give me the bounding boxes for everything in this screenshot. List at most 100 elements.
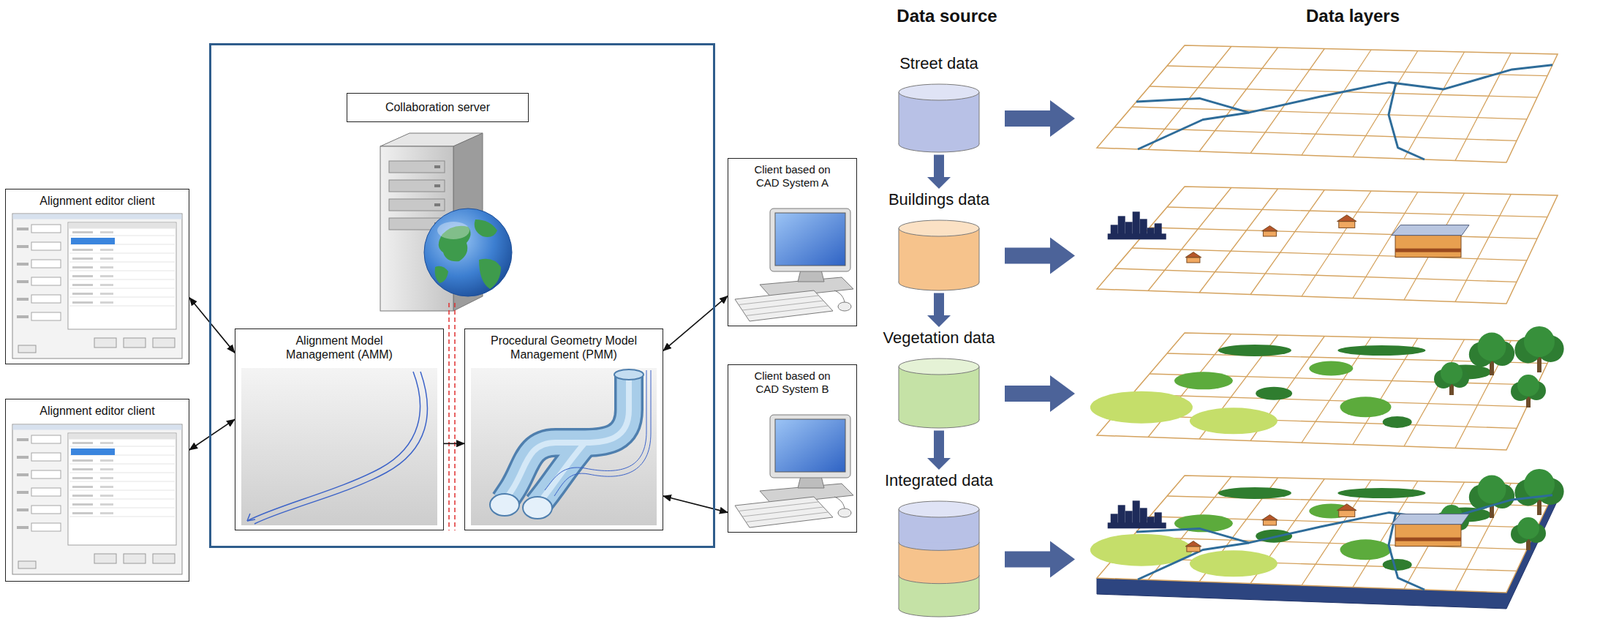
tree-crown <box>1440 361 1463 384</box>
label-slot: Data layers <box>1243 5 1463 28</box>
computer-icon <box>734 208 854 322</box>
street-line <box>1136 65 1553 113</box>
skyline <box>1107 233 1167 240</box>
table-panel <box>68 222 177 330</box>
key-row <box>745 511 829 523</box>
key-row <box>738 501 820 512</box>
screen <box>775 212 846 266</box>
large-building <box>1395 524 1462 547</box>
input-field <box>31 452 61 461</box>
tree-crown <box>1477 475 1507 504</box>
vegetation-area <box>1174 371 1233 390</box>
grid-line <box>1352 51 1418 158</box>
cell-stub <box>72 503 93 506</box>
module-box: Alignment Model Management (AMM) <box>234 328 444 531</box>
connector-arrow <box>443 443 465 445</box>
house-roof <box>1337 214 1358 222</box>
cylinder-side <box>898 228 900 283</box>
table-header <box>68 433 177 440</box>
house-roof <box>1262 514 1279 520</box>
key-row <box>738 295 820 305</box>
cylinder-shape <box>897 219 980 292</box>
client-box: Alignment editor client <box>5 188 190 365</box>
cylinder-shape <box>897 83 980 153</box>
cylinder-side <box>979 508 980 609</box>
client-box: Client based on CAD System A <box>727 157 858 327</box>
layer-arrow <box>1004 236 1075 274</box>
cell-stub <box>100 274 114 278</box>
tree-crown <box>1477 332 1507 362</box>
key-row <box>742 300 824 311</box>
grid-line <box>1131 106 1527 120</box>
flow-arrow <box>927 429 951 470</box>
grid-line <box>1199 47 1279 152</box>
cylinder-top <box>898 220 980 237</box>
table-row <box>69 498 175 500</box>
drive-slot <box>434 165 441 169</box>
keyboard <box>734 496 833 528</box>
window-button <box>152 553 175 564</box>
grid-line <box>1301 190 1372 297</box>
connector-arrow <box>189 419 235 450</box>
street-line <box>1388 83 1425 160</box>
building-roof <box>1391 514 1470 525</box>
street-line <box>1137 542 1249 580</box>
cell-stub <box>100 248 114 251</box>
table-row <box>69 507 175 509</box>
house-roof <box>1262 225 1279 232</box>
layer-grid <box>1096 475 1558 593</box>
window-titlebar <box>13 424 183 430</box>
cell-stub <box>100 485 114 488</box>
cell-stub <box>72 274 93 278</box>
module-box: Procedural Geometry Model Management (PM… <box>464 328 664 531</box>
window-frame <box>12 424 183 575</box>
input-field <box>31 522 61 531</box>
window-button <box>123 337 146 348</box>
column-heading: Data layers <box>1306 5 1400 28</box>
input-field <box>31 224 61 233</box>
building-stripe <box>1395 248 1462 253</box>
tree-crown <box>1517 374 1540 397</box>
alignment-axis <box>247 513 256 521</box>
drive-bay <box>389 198 445 211</box>
table-row <box>69 253 175 254</box>
window-titlebar <box>13 214 183 220</box>
cell-stub <box>72 468 93 471</box>
pipe-opening <box>522 496 553 519</box>
grid-line <box>1404 51 1465 159</box>
house-roof <box>1337 503 1358 511</box>
source-label: Street data <box>869 54 1009 74</box>
vegetation-area <box>1382 416 1413 428</box>
cylinder-shape <box>897 500 980 618</box>
database-cylinder: Vegetation data <box>869 328 1009 429</box>
layer-arrow <box>1004 100 1075 137</box>
grid-line <box>1455 194 1511 303</box>
cell-stub <box>100 283 114 286</box>
house-wall <box>1338 221 1356 229</box>
cell-stub <box>100 468 114 471</box>
mouse <box>838 508 852 518</box>
cell-stub <box>72 476 93 479</box>
field-caption <box>16 297 29 301</box>
input-field <box>31 505 61 514</box>
field-caption <box>16 262 29 266</box>
grid-line <box>1301 49 1372 156</box>
street-line <box>1136 495 1553 543</box>
skyline <box>1107 522 1167 528</box>
input-field <box>31 312 61 321</box>
cell-stub <box>72 231 93 234</box>
vegetation-area <box>1255 386 1293 400</box>
vegetation-area <box>1218 344 1292 357</box>
house-roof <box>1185 252 1202 258</box>
server-icon <box>380 133 512 311</box>
box-title: Alignment editor client <box>10 403 184 418</box>
cell-stub <box>72 459 93 462</box>
cylinder-side <box>979 92 980 145</box>
box-title: Collaboration server <box>346 92 529 123</box>
field-caption <box>16 280 29 283</box>
box-title: Procedural Geometry Model Management (PM… <box>473 333 654 362</box>
grid-line <box>1167 206 1548 218</box>
drive-bay <box>389 160 445 173</box>
table-row <box>69 296 175 298</box>
screen <box>775 419 846 472</box>
